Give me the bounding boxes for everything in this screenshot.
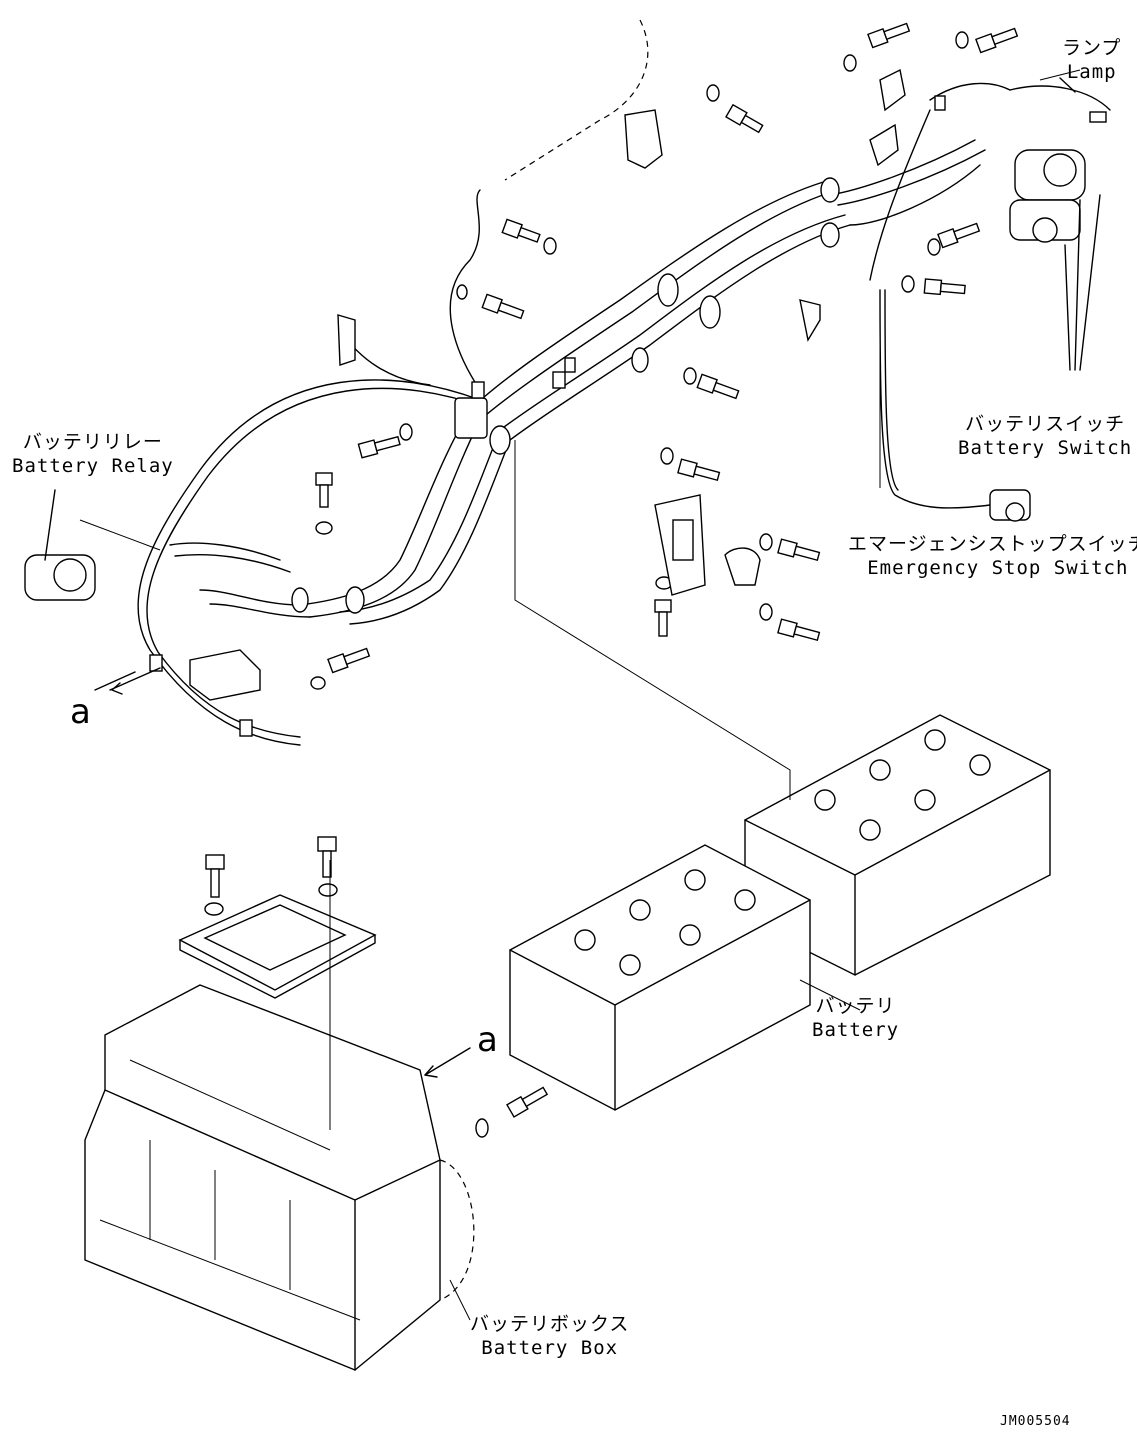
battery-label: バッテリ Battery (812, 994, 899, 1042)
emergency-stop-label: エマージェンシストップスイッチ Emergency Stop Switch (848, 532, 1137, 580)
drawing-code: JM005504 (1000, 1414, 1071, 1429)
battery-switch-label: バッテリスイッチ Battery Switch (958, 412, 1132, 460)
bolts (205, 22, 1019, 1118)
view-arrows (109, 667, 471, 1078)
battery-box-label-ja: バッテリボックス (470, 1313, 630, 1335)
battery-relay-label-ja: バッテリリレー (22, 431, 163, 453)
battery-box-label: バッテリボックス Battery Box (470, 1312, 629, 1360)
dashed-cable (504, 19, 649, 181)
view-marker-lower: a (477, 1020, 498, 1060)
grommets (149, 95, 946, 737)
emergency-stop-drawing (724, 489, 1031, 586)
terminal-caps (869, 68, 906, 167)
battery-switch-label-en: Battery Switch (958, 437, 1133, 459)
battery-switch-drawing (1009, 149, 1101, 371)
lamp-drawing (1009, 77, 1111, 123)
view-marker-upper: a (70, 692, 91, 732)
battery-1 (744, 714, 1051, 976)
terminal-block (94, 649, 261, 701)
battery-box (84, 984, 475, 1371)
battery-relay-label-en: Battery Relay (12, 455, 174, 477)
battery-label-ja: バッテリ (815, 995, 896, 1017)
battery-box-label-en: Battery Box (481, 1337, 619, 1359)
brackets (337, 109, 821, 596)
main-harness (137, 82, 1011, 746)
battery-relay-label: バッテリリレー Battery Relay (12, 430, 174, 478)
emergency-stop-label-en: Emergency Stop Switch (867, 557, 1129, 579)
washers (204, 31, 969, 1138)
lamp-label-ja: ランプ (1062, 37, 1122, 59)
lamp-label-en: Lamp (1066, 61, 1117, 83)
battery-relay-drawing (24, 489, 161, 601)
leader-lines (329, 69, 1081, 1321)
battery-switch-label-ja: バッテリスイッチ (965, 413, 1126, 435)
lamp-label: ランプ Lamp (1062, 36, 1121, 84)
cover-plate (178, 894, 377, 999)
battery-label-en: Battery (812, 1019, 900, 1041)
battery-2 (509, 844, 811, 1111)
emergency-stop-label-ja: エマージェンシストップスイッチ (848, 533, 1137, 555)
